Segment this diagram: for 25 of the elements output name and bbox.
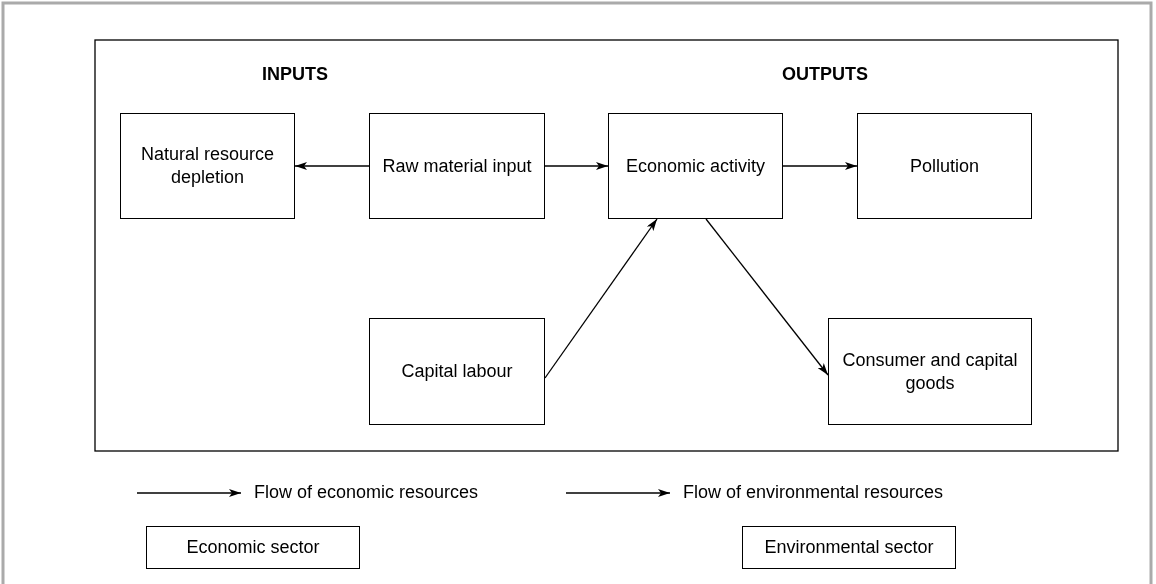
sector-box bbox=[608, 113, 783, 219]
box-text: Economic activity bbox=[625, 154, 765, 178]
box-text: Pollution bbox=[909, 154, 979, 178]
sector-box bbox=[369, 318, 545, 425]
box-text: Economic sector bbox=[186, 536, 320, 559]
arrow bbox=[782, 162, 858, 170]
legend-text: Flow of economic resources bbox=[254, 482, 479, 503]
sector-box bbox=[146, 526, 360, 569]
box-text: Consumer and capital goods bbox=[841, 348, 1019, 395]
arrow bbox=[294, 162, 370, 170]
sector-box bbox=[742, 526, 956, 569]
legend-text: Flow of environmental resources bbox=[683, 482, 944, 503]
arrow bbox=[544, 218, 658, 379]
sector-box bbox=[828, 318, 1032, 425]
column-heading: INPUTS bbox=[262, 64, 328, 85]
box-text: Capital labour bbox=[401, 360, 513, 383]
column-heading: OUTPUTS bbox=[782, 64, 868, 85]
arrow bbox=[544, 162, 609, 170]
box-text: Natural resource depletion bbox=[139, 143, 276, 189]
sector-box bbox=[369, 113, 545, 219]
box-text: Environmental sector bbox=[764, 536, 934, 559]
box-text: Raw material input bbox=[382, 154, 532, 178]
sector-box bbox=[120, 113, 295, 219]
sector-box bbox=[857, 113, 1032, 219]
arrow bbox=[705, 218, 829, 376]
